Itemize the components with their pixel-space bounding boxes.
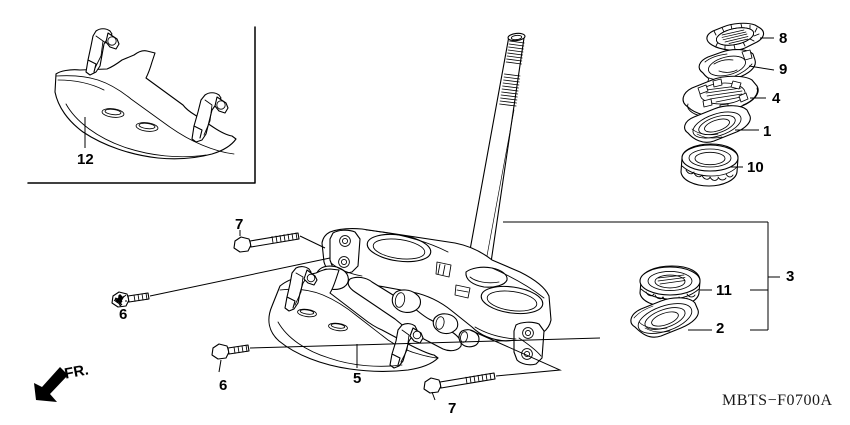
part-10-upper-bearing [680, 143, 739, 187]
callout-label-11: 11 [716, 282, 732, 299]
part-2-lower-race [630, 297, 699, 338]
callout-label-2: 2 [716, 320, 725, 337]
callout-label-7-lower: 7 [448, 400, 457, 417]
part-6-short-bolt-lower [211, 343, 250, 360]
front-direction-arrow [34, 367, 68, 402]
callout-label-12: 12 [77, 151, 94, 168]
steering-stem-tube [465, 32, 526, 277]
callout-label-9: 9 [779, 61, 788, 78]
callout-label-1: 1 [763, 123, 772, 140]
stem-lower-thread [499, 76, 521, 104]
part-4-top-nut [682, 75, 759, 117]
part-code-label: MBTS−F0700A [722, 392, 833, 409]
part-11-lower-bearing [639, 265, 701, 308]
part-12-garnish-illustration [54, 28, 237, 160]
callout-label-3: 3 [786, 268, 795, 285]
callout-label-10: 10 [747, 159, 764, 176]
fork-top-bridge [315, 228, 552, 366]
callout-label-7-upper: 7 [235, 216, 244, 233]
part-9-lock-washer [698, 49, 756, 88]
callout-label-6-lower: 6 [219, 377, 228, 394]
callout-label-5: 5 [353, 370, 362, 387]
part-7-long-bolt-lower [423, 372, 496, 394]
part-7-long-bolt-upper [233, 232, 300, 253]
part-1-top-cone-race [684, 105, 751, 143]
callout-label-6-upper: 6 [119, 306, 128, 323]
callout-label-4: 4 [772, 90, 781, 107]
callout-label-8: 8 [779, 30, 788, 47]
stem-upper-thread [506, 40, 525, 62]
callout-leader-lines [84, 37, 780, 401]
detail-inset-frame [27, 26, 256, 184]
part-8-lock-nut [706, 22, 765, 51]
